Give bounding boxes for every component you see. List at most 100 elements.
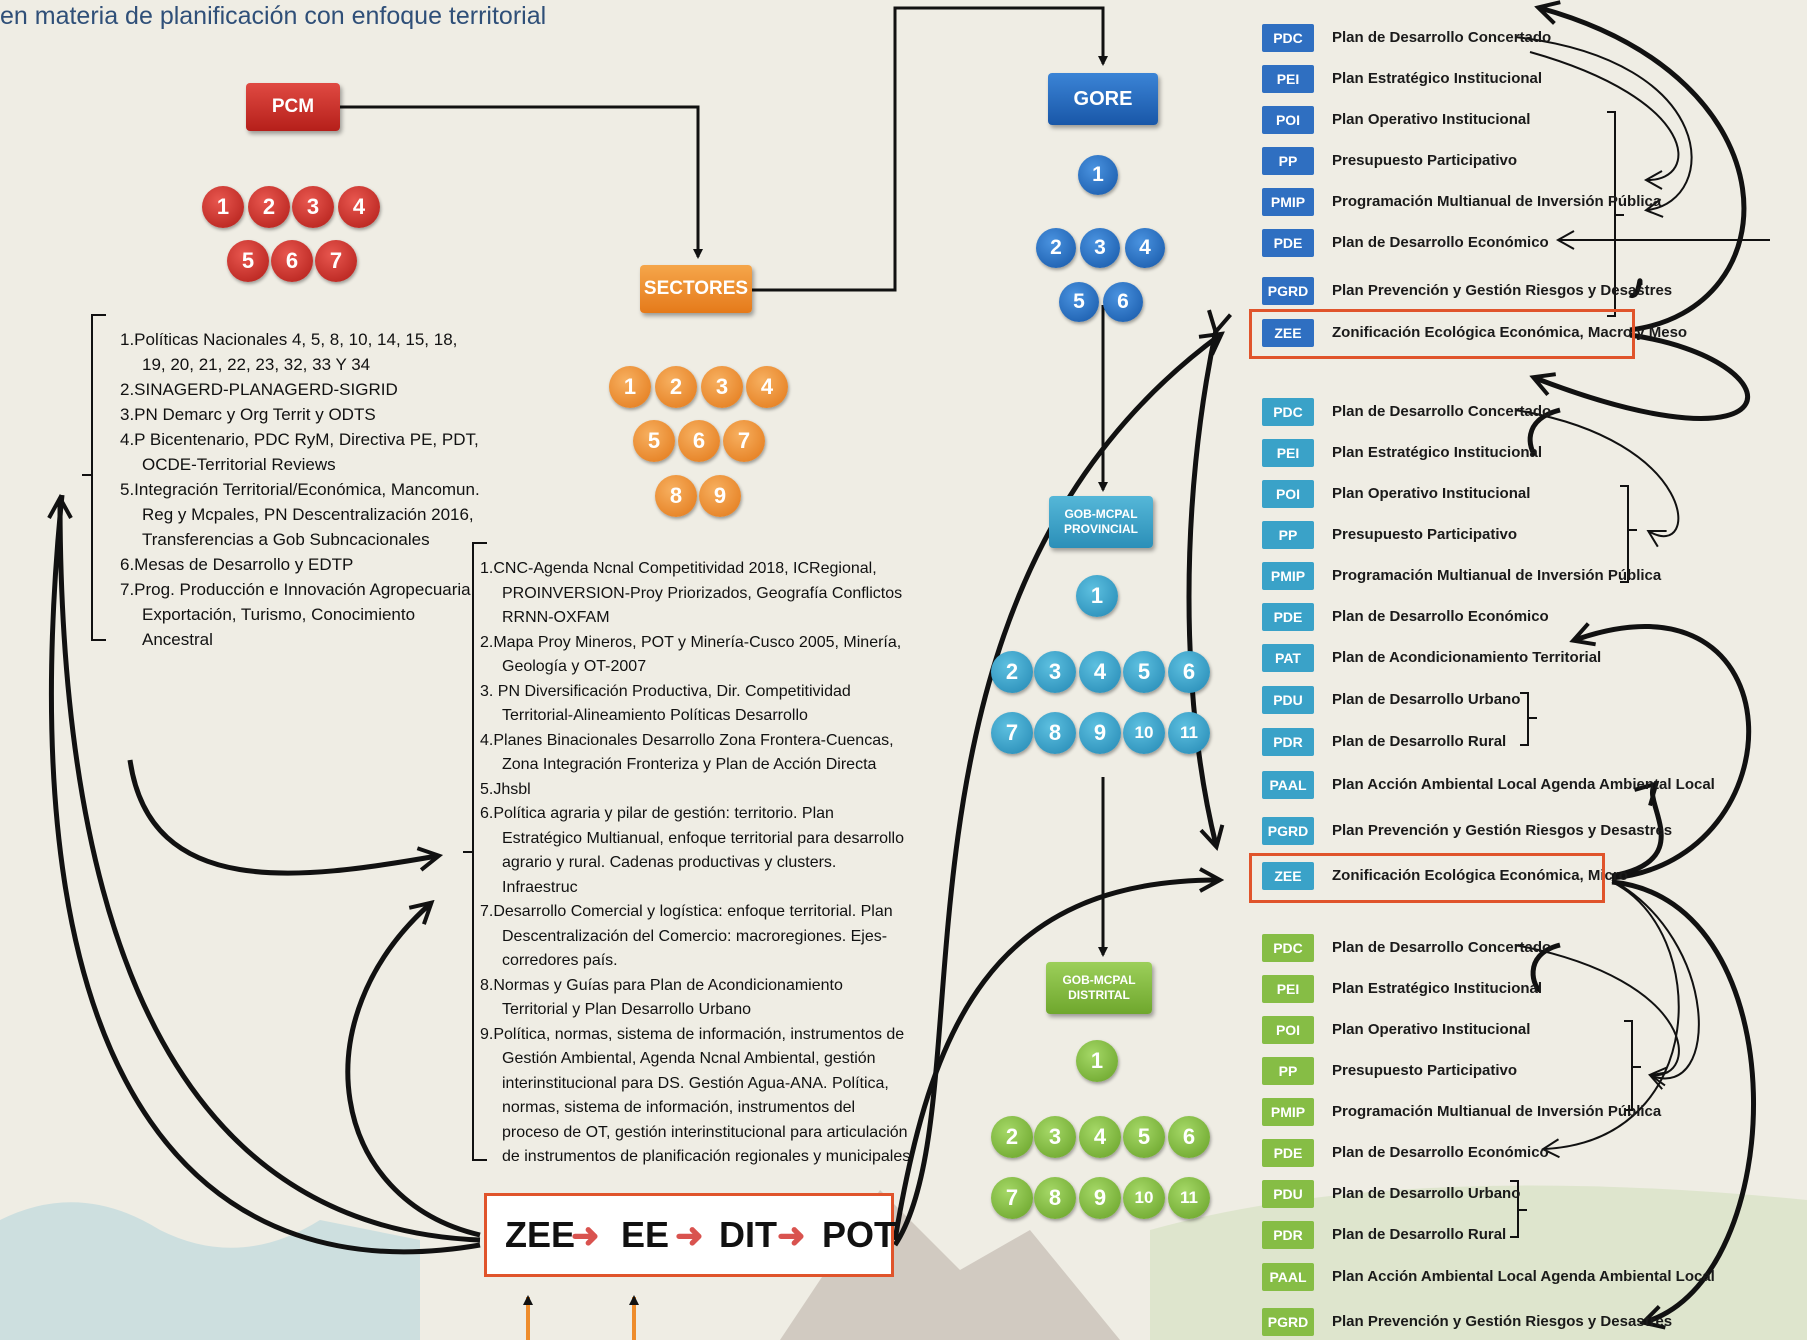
plan-name: Plan Operativo Institucional [1332, 1021, 1531, 1038]
sectores-box: SECTORES [640, 265, 752, 313]
plan-name: Plan Prevención y Gestión Riesgos y Desa… [1332, 822, 1673, 839]
plan-code-badge: PDR [1262, 1220, 1314, 1249]
flow-step-pot: POT [822, 1214, 897, 1255]
plan-row: PMIP Programación Multianual de Inversión… [1262, 560, 1661, 591]
number-circle: 11 [1168, 1177, 1210, 1219]
flow-arrow-icon: ➜ [675, 1217, 704, 1255]
number-circle: 7 [991, 1177, 1033, 1219]
plan-code-badge: POI [1262, 479, 1314, 508]
number-circle: 3 [1080, 228, 1120, 268]
plan-code-badge: PP [1262, 520, 1314, 549]
list-item: 4.Planes Binacionales Desarrollo Zona Fr… [480, 731, 894, 774]
plan-code-badge: PMIP [1262, 561, 1314, 590]
plan-name: Presupuesto Participativo [1332, 152, 1518, 169]
number-circle: 5 [1059, 282, 1099, 322]
number-circle: 11 [1168, 712, 1210, 754]
number-circle: 6 [271, 240, 313, 282]
plan-code-badge: PDC [1262, 23, 1314, 52]
number-circle: 9 [1079, 712, 1121, 754]
number-circle: 1 [1078, 155, 1118, 195]
flow-arrow-icon: ➜ [777, 1217, 806, 1255]
number-circle: 1 [1076, 1040, 1118, 1082]
plan-code-badge: PGRD [1262, 1307, 1314, 1336]
number-circle: 7 [315, 240, 357, 282]
number-circle: 4 [1079, 1116, 1121, 1158]
number-circle: 9 [699, 475, 741, 517]
plan-name: Plan Acción Ambiental Local Agenda Ambie… [1332, 1268, 1715, 1285]
number-circle: 9 [1079, 1177, 1121, 1219]
number-circle: 4 [1125, 228, 1165, 268]
plan-code-badge: PDU [1262, 1179, 1314, 1208]
list-item: 6.Mesas de Desarrollo y EDTP [120, 555, 354, 574]
number-circle: 2 [991, 1116, 1033, 1158]
flow-step-dit: DIT [719, 1214, 777, 1255]
number-circle: 4 [746, 366, 788, 408]
plan-code-badge: PEI [1262, 64, 1314, 93]
number-circle: 2 [991, 651, 1033, 693]
plan-name: Plan Acción Ambiental Local Agenda Ambie… [1332, 776, 1715, 793]
plan-code-badge: PAAL [1262, 1262, 1314, 1291]
plan-row: PEI Plan Estratégico Institucional [1262, 973, 1542, 1004]
number-circle: 2 [248, 186, 290, 228]
plan-name: Plan de Desarrollo Económico [1332, 234, 1549, 251]
plan-name: Plan Estratégico Institucional [1332, 444, 1543, 461]
plan-code-badge: PEI [1262, 974, 1314, 1003]
list-item: 8.Normas y Guías para Plan de Acondicion… [480, 976, 843, 1019]
page-title: en materia de planificación con enfoque … [0, 2, 547, 30]
plan-code-badge: POI [1262, 1015, 1314, 1044]
plan-code-badge: PGRD [1262, 816, 1314, 845]
plan-name: Zonificación Ecológica Económica, Macro … [1332, 324, 1688, 341]
plan-code-badge: PAAL [1262, 770, 1314, 799]
list-item: 4.P Bicentenario, PDC RyM, Directiva PE,… [120, 430, 479, 474]
number-circle: 2 [1036, 228, 1076, 268]
number-circle: 6 [1168, 1116, 1210, 1158]
plan-code-badge: ZEE [1262, 861, 1314, 890]
number-circle: 5 [633, 420, 675, 462]
plan-name: Presupuesto Participativo [1332, 1062, 1518, 1079]
plan-name: Plan Estratégico Institucional [1332, 980, 1543, 997]
number-circle: 6 [1103, 282, 1143, 322]
sectores-policy-list: 1.CNC-Agenda Ncnal Competitividad 2018, … [480, 557, 912, 1170]
flow-step-ee: EE [621, 1214, 670, 1255]
number-circle: 5 [1123, 1116, 1165, 1158]
plan-code-badge: PDE [1262, 602, 1314, 631]
zee-to-pot-flow: ZEE [484, 1193, 897, 1277]
plan-name: Programación Multianual de Inversión Púb… [1332, 567, 1662, 584]
plan-name: Plan Prevención y Gestión Riesgos y Desa… [1332, 1313, 1673, 1330]
number-circle: 2 [655, 366, 697, 408]
number-circle: 3 [1034, 651, 1076, 693]
plan-code-badge: PDR [1262, 727, 1314, 756]
plan-code-badge: PP [1262, 1056, 1314, 1085]
number-circle: 7 [723, 420, 765, 462]
plan-code-badge: PP [1262, 146, 1314, 175]
gob-provincial-box: GOB-MCPAL PROVINCIAL [1049, 496, 1153, 548]
number-circle: 10 [1123, 1177, 1165, 1219]
pcm-box: PCM [246, 83, 340, 131]
plan-row: PP Presupuesto Participativo [1262, 1055, 1517, 1086]
number-circle: 5 [227, 240, 269, 282]
pcm-policy-list: 1.Políticas Nacionales 4, 5, 8, 10, 14, … [120, 327, 480, 652]
plan-row: PEI Plan Estratégico Institucional [1262, 437, 1542, 468]
list-item: 7.Prog. Producción e Innovación Agropecu… [120, 580, 476, 649]
plan-row: PGRD Plan Prevención y Gestión Riesgos y … [1262, 1306, 1672, 1337]
plan-code-badge: PDU [1262, 685, 1314, 714]
plan-code-badge: PMIP [1262, 187, 1314, 216]
plan-code-badge: PGRD [1262, 276, 1314, 305]
number-circle: 1 [1076, 575, 1118, 617]
plan-code-badge: PEI [1262, 438, 1314, 467]
list-item: 1.Políticas Nacionales 4, 5, 8, 10, 14, … [120, 330, 458, 374]
plan-name: Plan de Desarrollo Concertado [1332, 939, 1552, 956]
plan-code-badge: PAT [1262, 643, 1314, 672]
number-circle: 4 [338, 186, 380, 228]
